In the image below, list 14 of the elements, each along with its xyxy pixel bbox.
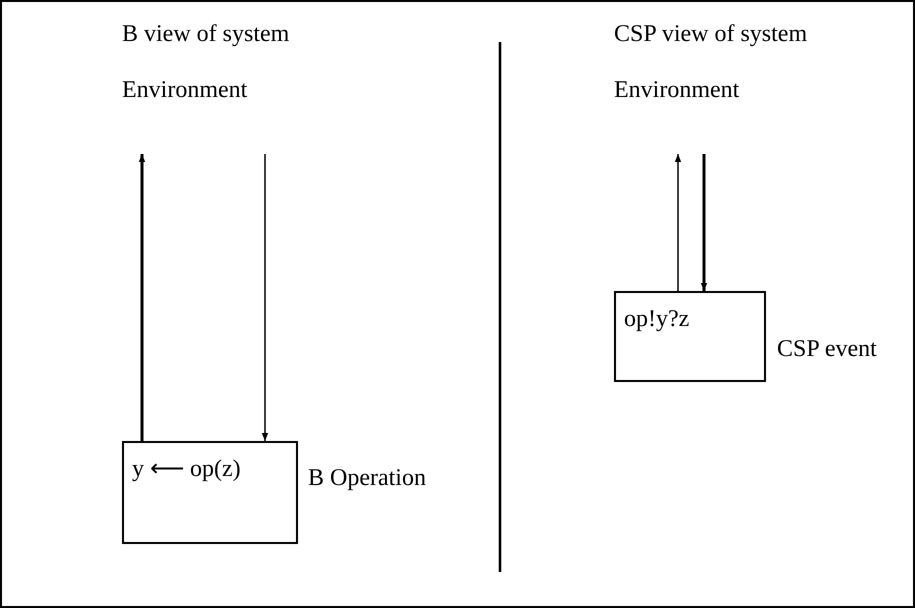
node-text: op!y?z	[624, 307, 690, 331]
arrow	[138, 154, 146, 441]
arrow	[262, 154, 268, 441]
arrow	[700, 154, 708, 291]
environment-label: Environment	[614, 78, 740, 102]
node-text: y ⟵ op(z)	[132, 457, 242, 481]
operation-box	[122, 441, 298, 544]
arrow	[674, 154, 682, 291]
node-caption: B Operation	[308, 466, 426, 490]
node-caption: CSP event	[777, 337, 877, 361]
panel-heading: B view of system	[122, 22, 290, 46]
operation-box	[614, 291, 766, 382]
panel-heading: CSP view of system	[614, 22, 808, 46]
environment-label: Environment	[122, 78, 248, 102]
